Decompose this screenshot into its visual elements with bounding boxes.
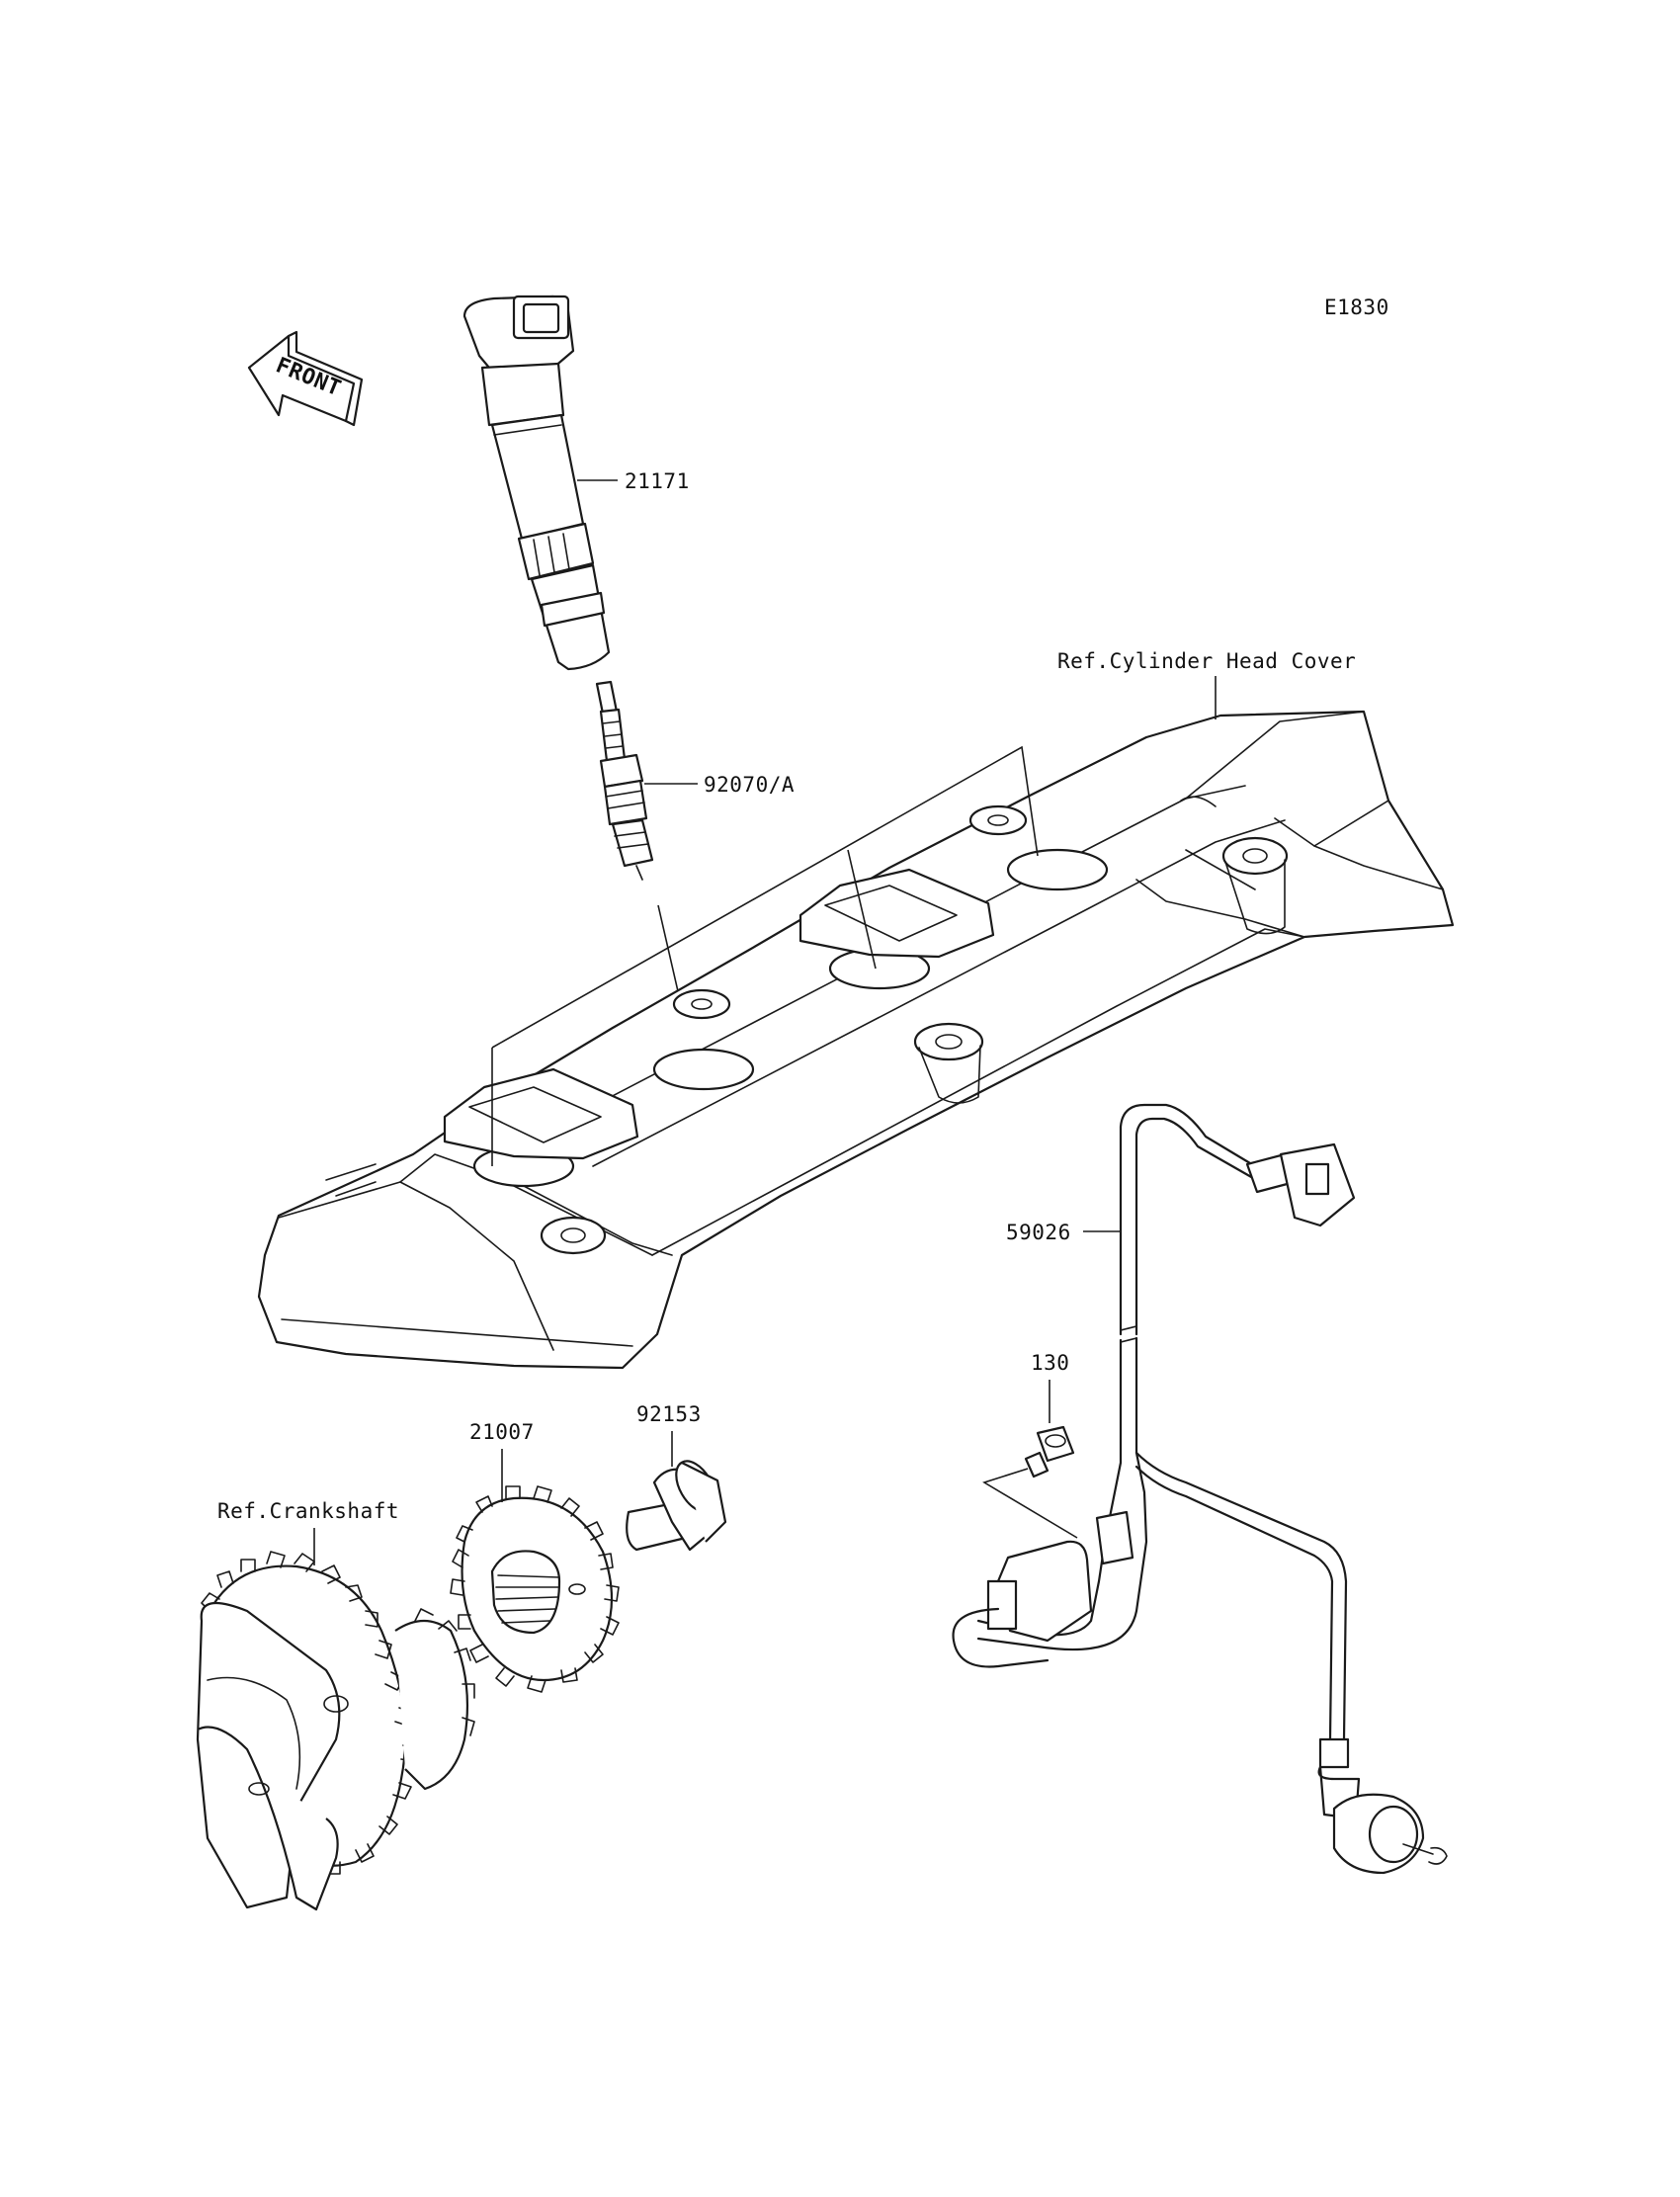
part-label-head-cover: Ref.Cylinder Head Cover	[1057, 649, 1356, 673]
part-label-92153: 92153	[636, 1402, 702, 1426]
spark-plug-drawing	[595, 680, 654, 881]
leader-130-to-sensor	[982, 1468, 1078, 1539]
part-label-130: 130	[1031, 1351, 1069, 1375]
ignition-coil-drawing	[462, 295, 611, 671]
bracket-coil-mid	[847, 849, 877, 970]
part-label-59026: 59026	[1006, 1221, 1071, 1244]
cylinder-head-cover-drawing	[257, 710, 1455, 1370]
front-direction-icon: FRONT	[247, 330, 364, 427]
part-label-21171: 21171	[625, 469, 690, 493]
part-label-92070a: 92070/A	[704, 773, 795, 797]
pickup-rotor-drawing	[450, 1485, 620, 1693]
diagram-code-label: E1830	[1324, 296, 1389, 319]
part-label-21007: 21007	[469, 1420, 535, 1444]
wiring-harness-drawing	[952, 1103, 1448, 1875]
bolt-130-drawing	[1024, 1425, 1075, 1479]
bolt-92153-drawing	[626, 1460, 727, 1552]
bracket-coil-top	[491, 745, 1039, 1049]
crankshaft-drawing	[196, 1551, 475, 1911]
part-label-crankshaft: Ref.Crankshaft	[217, 1499, 399, 1523]
